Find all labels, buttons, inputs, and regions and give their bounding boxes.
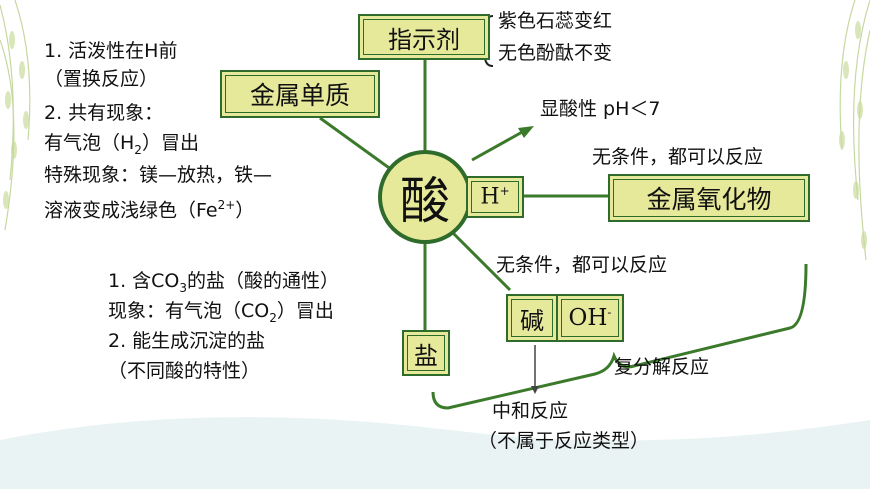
double-decomposition-brace — [431, 263, 808, 410]
neutral-arrow-head — [531, 386, 539, 394]
salt-note-4: （不同酸的特性） — [108, 360, 261, 382]
willow-leaves-left — [3, 31, 29, 209]
salt-node: 盐 — [402, 330, 450, 376]
metal-note-6: 溶液变成浅绿色（Fe2+） — [44, 198, 255, 222]
base-ion-node: OH- — [556, 294, 624, 342]
metal-node: 金属单质 — [220, 70, 380, 118]
metal-note-5: 特殊现象：镁—放热，铁— — [44, 164, 273, 186]
acid-label: 酸 — [400, 172, 450, 230]
metal-oxide-node: 金属氧化物 — [608, 174, 810, 222]
base-node: 碱 — [506, 294, 558, 342]
double-decomposition-label: 复分解反应 — [614, 356, 710, 378]
metal-label: 金属单质 — [249, 81, 350, 110]
willow-leaves-right — [839, 21, 867, 249]
salt-note-2: 现象：有气泡（CO2）冒出 — [108, 300, 334, 325]
willow-decoration-left — [0, 0, 31, 231]
neutralization-label: 中和反应 — [492, 400, 569, 422]
base-ion-label: OH- — [568, 305, 612, 331]
metal-note-2: （置换反应） — [44, 68, 159, 90]
willow-decoration-right — [839, 0, 870, 261]
metal-note-1: 1. 活泼性在H前 — [44, 40, 178, 62]
indicator-label: 指示剂 — [388, 25, 460, 54]
salt-note-1: 1. 含CO3的盐（酸的通性） — [108, 270, 340, 295]
hydrogen-ion-label: H+ — [480, 184, 510, 210]
neutralization-note: （不属于反应类型） — [478, 430, 650, 452]
indicator-note-phenolphthalein: 无色酚酞不变 — [498, 42, 613, 64]
acid-center-node: 酸 — [378, 150, 472, 244]
metal-oxide-condition: 无条件，都可以反应 — [592, 146, 764, 168]
acidic-property-label: 显酸性 pH＜7 — [540, 98, 661, 120]
base-condition: 无条件，都可以反应 — [496, 254, 668, 276]
acidic-arrow-head — [518, 126, 534, 138]
metal-note-4: 有气泡（H2）冒出 — [44, 132, 199, 157]
base-label: 碱 — [520, 306, 544, 335]
watercolor-ground — [0, 417, 870, 489]
indicator-note-litmus: 紫色石蕊变红 — [498, 10, 613, 32]
hydrogen-ion-node: H+ — [466, 176, 524, 218]
metal-oxide-label: 金属氧化物 — [646, 185, 772, 214]
indicator-node: 指示剂 — [358, 14, 490, 60]
salt-label: 盐 — [414, 341, 438, 370]
salt-note-3: 2. 能生成沉淀的盐 — [108, 330, 266, 352]
metal-note-3: 2. 共有现象： — [44, 102, 164, 124]
